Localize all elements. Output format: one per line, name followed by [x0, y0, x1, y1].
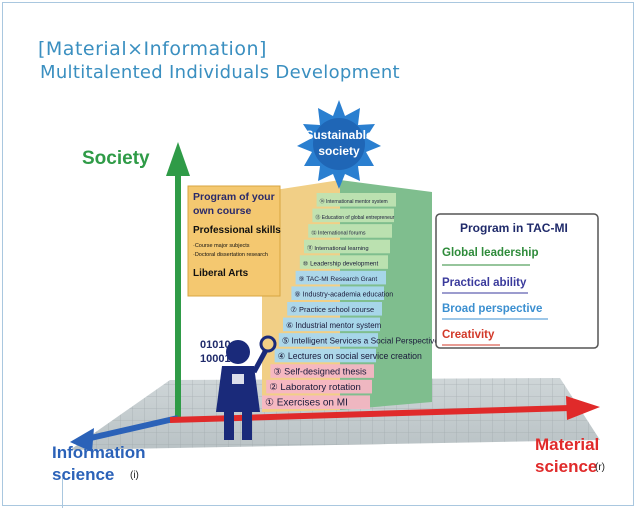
step-12-label: ⑫ International forums [311, 228, 366, 236]
panel-item-global-leadership: Global leadership [442, 247, 539, 259]
panel-item-broad-perspective: Broad perspective [442, 303, 542, 315]
figure-frame [2, 2, 634, 506]
step-4-bar [274, 348, 376, 363]
board-line-2: own course [193, 205, 252, 217]
information-mark: (i) [130, 470, 139, 481]
step-3-bar [270, 364, 374, 378]
information-arrow [70, 415, 179, 452]
board-line-6: Liberal Arts [193, 268, 249, 279]
step-5-bar [278, 333, 378, 347]
material-label-1: Material [535, 435, 599, 454]
step-5-label: ⑤ Intelligent Services a Social Perspect… [282, 335, 440, 345]
person-figure [216, 335, 277, 440]
society-arrow [166, 142, 190, 420]
course-board [187, 185, 281, 297]
step-1-label: ① Exercises on MI [265, 398, 348, 409]
step-11-bar [304, 239, 390, 254]
step-8-label: ⑧ Industry-academia education [294, 291, 393, 299]
title-line-2: Multitalented Individuals Development [40, 62, 400, 83]
material-arrow [169, 396, 600, 423]
badge-line-1: Sustainable [305, 128, 373, 142]
board-line-3: Professional skills [193, 225, 281, 236]
step-7-label: ⑦ Practice school course [290, 305, 374, 314]
step-9-label: ⑨ TAC-MI Research Grant [299, 275, 378, 283]
binary-line-1: 01010 [200, 339, 231, 351]
step-11-label: ⑪ International learning [307, 244, 369, 252]
board-line-5: ·Doctoral dissertation research [193, 252, 268, 258]
tacmi-panel [435, 213, 599, 349]
frame-divider [62, 478, 73, 508]
step-2-label: ② Laboratory rotation [269, 382, 361, 393]
step-14-label: ⑭ International mentor system [320, 198, 388, 205]
step-13-bar [312, 208, 394, 223]
board-line-1: Program of your [193, 191, 275, 203]
information-label-1: Information [52, 443, 146, 462]
step-14-bar [316, 193, 396, 207]
society-label: Society [82, 148, 150, 169]
sustainable-society-badge [297, 100, 381, 189]
step-7-bar [287, 302, 382, 316]
panel-item-practical-ability: Practical ability [442, 277, 527, 289]
board-line-4: ·Course major subjects [193, 243, 250, 249]
step-4-label: ④ Lectures on social service creation [278, 351, 422, 361]
step-9-bar [295, 270, 386, 285]
step-10-bar [299, 255, 388, 269]
step-12-bar [308, 224, 392, 238]
step-6-bar [283, 317, 380, 332]
step-10-label: ⑩ Leadership development [303, 260, 379, 267]
badge-line-2: society [318, 144, 360, 158]
step-13-label: ⑬ Education of global entrepreneur [315, 214, 394, 221]
information-label-2: science [52, 465, 114, 484]
panel-title: Program in TAC-MI [460, 221, 568, 235]
binary-line-2: 10001 [200, 353, 231, 365]
step-8-bar [291, 286, 384, 300]
step-layer: ① Exercises on MI ② Laboratory rotation ③ … [262, 193, 439, 409]
material-mark: (r) [595, 462, 605, 473]
step-2-bar [266, 379, 372, 394]
step-3-label: ③ Self-designed thesis [273, 366, 367, 376]
step-1-bar [262, 395, 370, 409]
material-label-2: science [535, 457, 597, 476]
panel-item-creativity: Creativity [442, 329, 495, 341]
title-line-1: [Material×Information] [38, 38, 267, 60]
step-6-label: ⑥ Industrial mentor system [286, 321, 382, 330]
